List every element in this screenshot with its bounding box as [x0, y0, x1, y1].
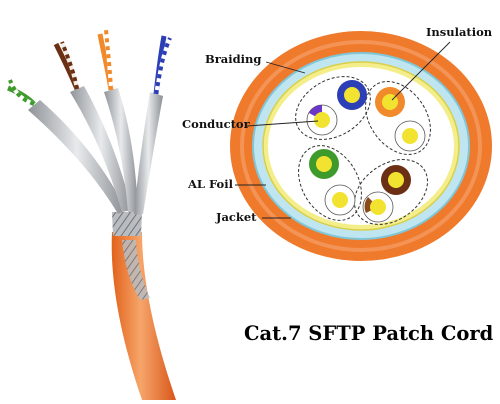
cable-jacket	[111, 232, 176, 400]
leader-lines	[235, 41, 451, 219]
pair-shield-bottom-right	[354, 159, 428, 225]
label-jacket: Jacket	[216, 210, 257, 224]
cable-illustration	[7, 29, 176, 400]
conductor-blue-white	[306, 104, 338, 136]
leader-insulation	[391, 41, 451, 101]
foil-pair-orange	[104, 88, 138, 212]
cross-section	[230, 31, 492, 261]
foil-pair-green	[28, 100, 126, 214]
pair-shield-top-right	[365, 81, 431, 155]
cable-braid-shield-lower	[122, 240, 150, 300]
conductor-brown	[381, 165, 411, 195]
pair-shield-bottom-left	[298, 145, 362, 221]
conductor-green	[309, 149, 339, 179]
wire-pair-orange	[97, 29, 114, 91]
conductor-brown-white	[362, 191, 394, 223]
pair-shield-top-left	[295, 76, 371, 140]
conductor-orange-white	[394, 120, 426, 152]
wire-pair-blue	[153, 35, 172, 95]
label-al-foil: AL Foil	[188, 177, 233, 191]
label-braiding: Braiding	[205, 52, 262, 66]
leader-braiding	[265, 61, 306, 74]
cable-braid-shield	[112, 212, 142, 236]
label-conductor: Conductor	[182, 117, 250, 131]
wire-pair-green	[7, 79, 36, 106]
conductor-blue	[337, 80, 367, 110]
foil-pair-blue	[134, 92, 163, 214]
diagram-title: Cat.7 SFTP Patch Cord	[244, 322, 494, 345]
label-insulation: Insulation	[426, 25, 493, 39]
wire-pair-brown	[53, 41, 80, 90]
leader-conductor	[246, 120, 319, 127]
foil-pair-brown	[70, 86, 132, 212]
conductor-green-white	[324, 184, 356, 216]
